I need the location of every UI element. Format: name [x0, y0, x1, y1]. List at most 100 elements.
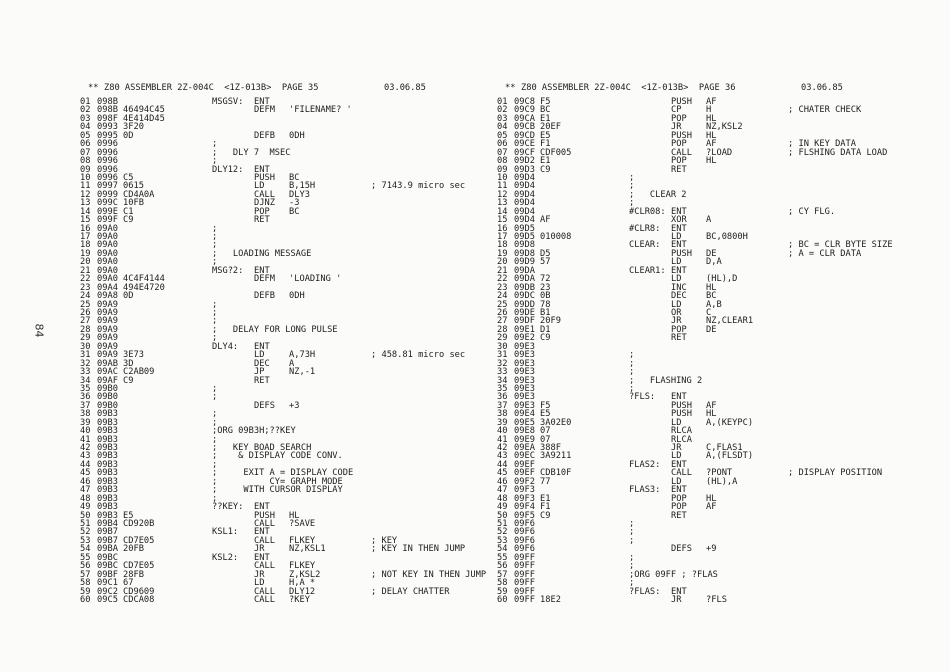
- line-number: 29: [497, 333, 508, 344]
- mnemonic: CALL: [254, 586, 275, 597]
- line-number: 25: [497, 299, 508, 310]
- object-code: F5: [540, 400, 551, 411]
- mnemonic: JP: [254, 367, 265, 378]
- line-number: 60: [80, 594, 91, 605]
- object-code: C9: [540, 164, 551, 175]
- operand: NZ,KSL1: [289, 544, 326, 555]
- source-label: ; CY= GRAPH MODE: [212, 476, 343, 487]
- address: 09CD: [514, 130, 535, 141]
- source-label: ;: [212, 316, 218, 327]
- mnemonic: PUSH: [254, 172, 275, 183]
- source-label: ?FLS:: [629, 392, 656, 403]
- object-code: CDCA08: [123, 594, 155, 605]
- line-number: 06: [80, 139, 91, 150]
- object-code: 72: [540, 274, 551, 285]
- object-code: 07: [540, 434, 551, 445]
- line-number: 58: [497, 578, 508, 589]
- line-number: 55: [80, 552, 91, 563]
- operand: 'FILENAME? ': [289, 105, 352, 116]
- address: 09A0: [97, 265, 118, 276]
- address: 0996: [97, 147, 118, 158]
- address: 09A9: [97, 299, 118, 310]
- line-number: 22: [80, 274, 91, 285]
- line-number: 35: [497, 383, 508, 394]
- line-number: 15: [497, 215, 508, 226]
- line-number: 40: [497, 426, 508, 437]
- mnemonic: DEFB: [254, 291, 275, 302]
- object-code: C5: [123, 172, 134, 183]
- mnemonic: ENT: [254, 341, 270, 352]
- listing-page-36: ** Z80 ASSEMBLER 2Z-004C <1Z-013B> PAGE …: [497, 0, 912, 672]
- address: 09FF: [514, 586, 535, 597]
- address: 09E5: [514, 417, 535, 428]
- line-number: 45: [497, 468, 508, 479]
- mnemonic: JR: [671, 594, 682, 605]
- object-code: E5: [540, 409, 551, 420]
- source-label: ;: [212, 223, 218, 234]
- mnemonic: RET: [671, 164, 687, 175]
- address: 09C1: [97, 578, 118, 589]
- object-code: E1: [540, 493, 551, 504]
- address: 09A0: [97, 274, 118, 285]
- object-code: 20EF: [540, 122, 561, 133]
- address: 098B: [97, 97, 118, 107]
- comment: ; KEY: [371, 535, 398, 546]
- address: 09EF: [514, 468, 535, 479]
- line-number: 03: [80, 113, 91, 124]
- address: 0999: [97, 189, 118, 200]
- operand: HL: [289, 510, 300, 521]
- line-number: 08: [80, 156, 91, 167]
- line-number: 03: [497, 113, 508, 124]
- line-number: 16: [497, 223, 508, 234]
- line-number: 27: [80, 316, 91, 327]
- line-number: 19: [497, 248, 508, 259]
- operand: AF: [706, 97, 717, 107]
- line-number: 53: [80, 535, 91, 546]
- address: 09D5: [514, 223, 535, 234]
- operand: H: [706, 105, 712, 116]
- line-number: 41: [497, 434, 508, 445]
- object-code: 3F20: [123, 122, 144, 133]
- source-label: KSL2:: [212, 552, 239, 563]
- line-number: 23: [80, 282, 91, 293]
- line-number: 34: [497, 375, 508, 386]
- address: 09DA: [514, 274, 535, 285]
- line-number: 21: [80, 265, 91, 276]
- mnemonic: DEC: [254, 358, 270, 369]
- address: 0996: [97, 172, 118, 183]
- line-number: 51: [80, 519, 91, 529]
- mnemonic: LD: [671, 417, 682, 428]
- line-number: 43: [80, 451, 91, 462]
- object-code: 4E414D45: [123, 113, 165, 124]
- address: 098F: [97, 113, 118, 124]
- source-label: CLEAR1:: [629, 265, 666, 276]
- source-label: ;: [629, 561, 635, 572]
- object-code: 28FB: [123, 569, 144, 580]
- comment: ; IN KEY DATA: [788, 139, 856, 150]
- line-number: 47: [497, 485, 508, 496]
- operand: HL: [706, 113, 717, 124]
- operand: ?PONT: [706, 468, 733, 479]
- source-label: ;: [212, 308, 218, 318]
- object-code: 0615: [123, 181, 144, 192]
- line-number: 21: [497, 265, 508, 276]
- line-number: 56: [497, 561, 508, 572]
- operand: (HL),D: [706, 274, 738, 285]
- line-number: 41: [80, 434, 91, 445]
- address: 09A9: [97, 308, 118, 318]
- source-label: ??KEY:: [212, 502, 244, 513]
